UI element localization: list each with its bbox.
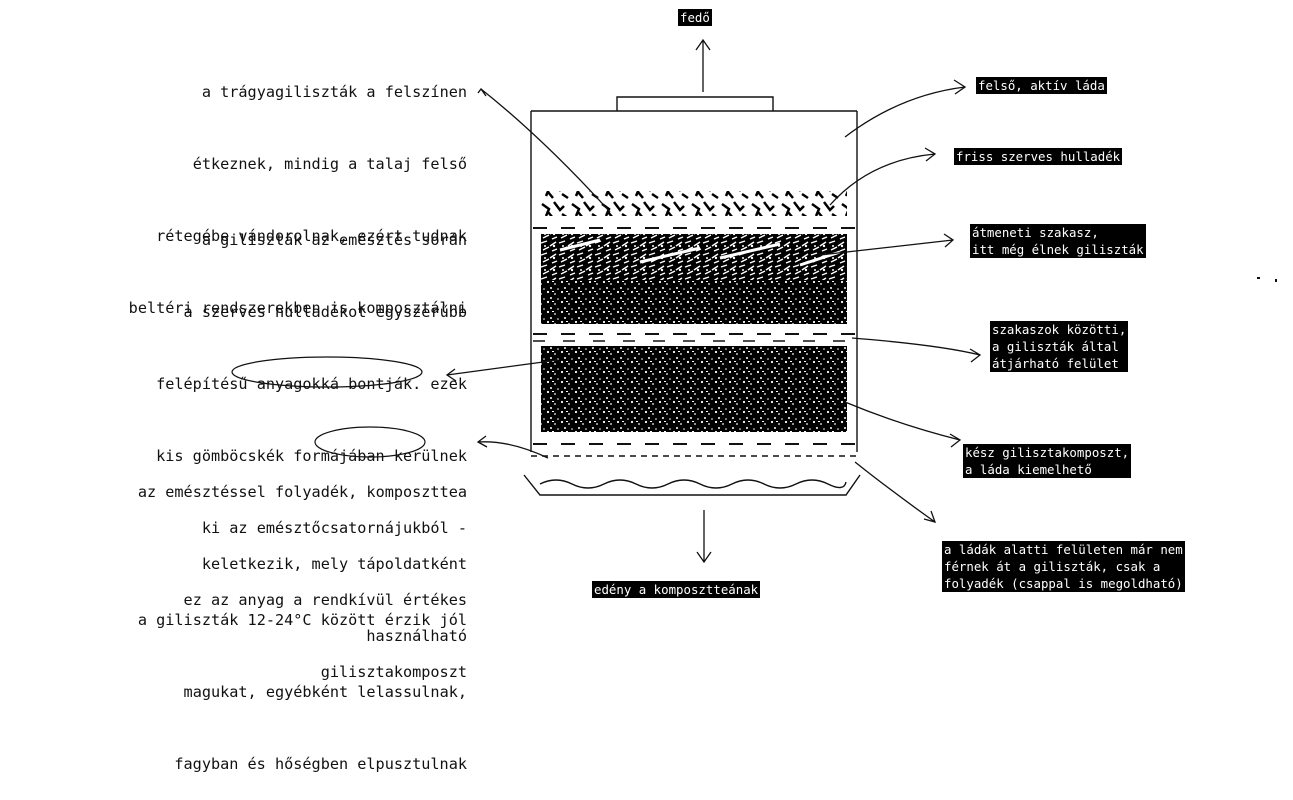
note-line: felépítésű anyagokká bontják. ezek: [156, 375, 467, 393]
note-line: a szerves hulladékot egyszerűbb: [183, 303, 467, 321]
note-line: kis gömböcskék formájában kerülnek: [156, 447, 467, 465]
label-top-box: felső, aktív láda: [976, 77, 1107, 94]
word-highlights: [231, 356, 426, 458]
note-line: a giliszták 12-24°C között érzik jól: [137, 611, 467, 629]
transition-layer: [541, 234, 847, 324]
note-line: ki az emésztőcsatornájukból -: [201, 519, 467, 537]
tea-vessel: [523, 474, 861, 496]
note-surface-feeding: a trágyagiliszták a felszínen étkeznek, …: [129, 32, 467, 344]
note-line: beltéri rendszerekben is komposztálni: [128, 299, 467, 317]
label-tea-vessel: edény a komposztteának: [592, 581, 761, 598]
note-line: magukat, egyébként lelassulnak,: [183, 683, 467, 701]
fresh-waste-layer: [541, 191, 847, 216]
finished-compost-layer: [541, 346, 847, 432]
stray-marks: [1257, 277, 1277, 282]
label-fresh-waste: friss szerves hulladék: [954, 148, 1123, 165]
note-line: keletkezik, mely tápoldatként: [201, 555, 467, 573]
label-between-layers: szakaszok közötti, a giliszták által átj…: [990, 321, 1129, 372]
note-line: a giliszták az emésztés során: [201, 231, 467, 249]
note-temperature: a giliszták 12-24°C között érzik jól mag…: [138, 560, 467, 800]
label-transition: átmeneti szakasz, itt még élnek gilisztá…: [970, 224, 1146, 258]
diagram-artwork: [231, 38, 1277, 564]
label-lid: fedő: [678, 9, 712, 26]
label-finished-compost: kész gilisztakomposzt, a láda kiemelhető: [963, 444, 1132, 478]
label-bottom-surface: a ládák alatti felületen már nem férnek …: [942, 541, 1185, 592]
note-line: fagyban és hőségben elpusztulnak: [174, 755, 467, 773]
note-line: ez az anyag a rendkívül értékes: [183, 591, 467, 609]
note-line: étkeznek, mindig a talaj felső: [192, 155, 467, 173]
bin-walls: [530, 111, 858, 452]
note-line: rétegébe vándorolnak, ezért tudnak: [156, 227, 467, 245]
note-line: a trágyagiliszták a felszínen: [201, 83, 467, 101]
arrows: [445, 38, 982, 564]
note-line: az emésztéssel folyadék, komposzttea: [137, 483, 467, 501]
lid-shape: [531, 96, 857, 112]
